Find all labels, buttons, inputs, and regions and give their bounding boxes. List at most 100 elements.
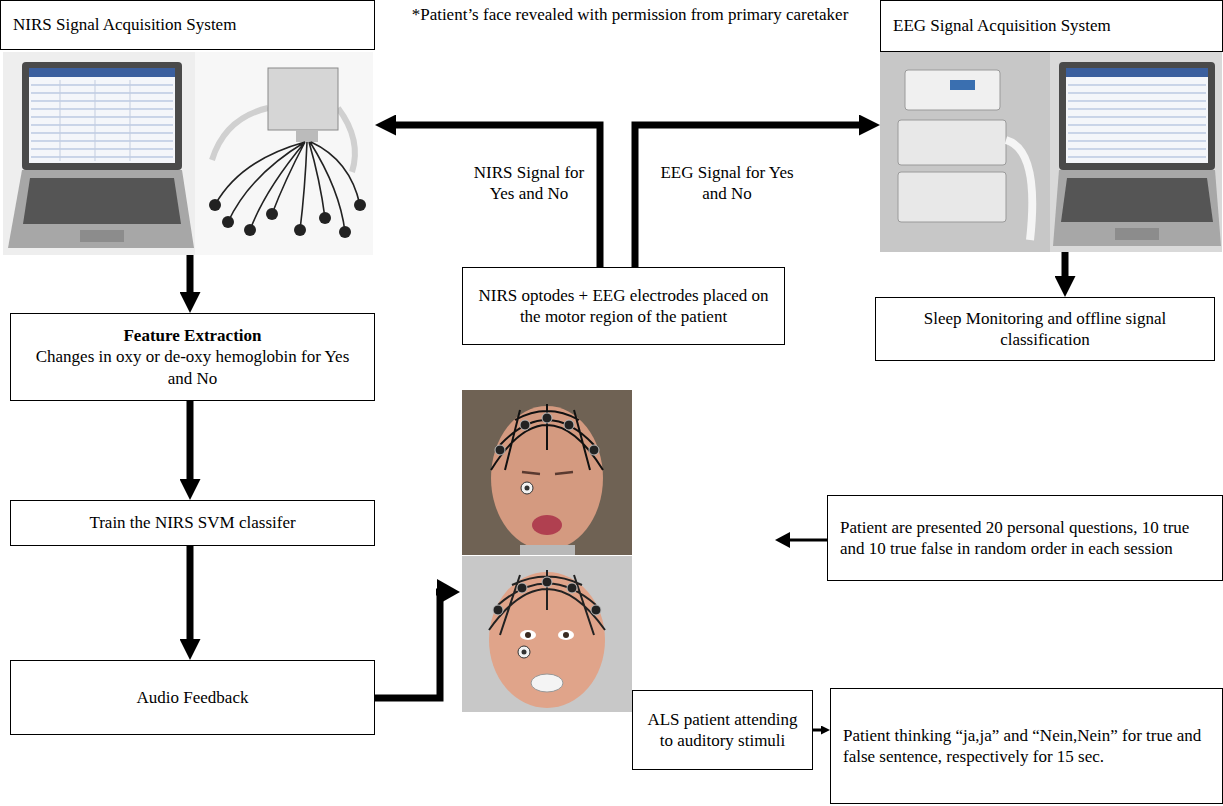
patient-photo <box>542 413 552 423</box>
patient-photo <box>462 390 632 555</box>
laptop-photo <box>1050 52 1222 252</box>
arrow-connector <box>635 125 859 267</box>
process-box: NIRS optodes + EEG electrodes placed on … <box>462 267 785 345</box>
laptop-photo <box>3 52 195 255</box>
patient-photo <box>522 650 527 655</box>
nirs-device-photo <box>268 68 338 130</box>
laptop-photo <box>29 68 175 77</box>
laptop-photo <box>1059 62 1215 170</box>
laptop-photo <box>1115 228 1159 240</box>
box-text: Train the NIRS SVM classifer <box>23 512 362 533</box>
patient-photo <box>462 556 632 712</box>
feedback-arrow <box>375 579 460 698</box>
nirs-device-photo <box>195 52 373 255</box>
patient-photo <box>495 445 505 455</box>
feedback-arrow <box>437 579 460 605</box>
panel-title: NIRS Signal Acquisition System <box>0 0 375 50</box>
arrow-connector <box>187 546 194 639</box>
question-arrow <box>788 539 827 542</box>
patient-photo <box>532 515 562 535</box>
laptop-photo <box>80 230 124 242</box>
nirs-device-photo <box>354 199 366 211</box>
box-text: NIRS optodes + EEG electrodes placed on … <box>475 285 772 328</box>
nirs-device-photo <box>339 226 351 238</box>
arrow-connector <box>396 125 600 267</box>
patient-photo <box>462 390 632 555</box>
eeg-amplifier-photo <box>880 52 1050 252</box>
box-text: Audio Feedback <box>23 687 362 708</box>
laptop-photo <box>8 170 194 248</box>
laptop-photo <box>60 80 130 161</box>
laptop-photo <box>31 85 173 157</box>
eeg-amplifier-photo <box>1006 140 1032 240</box>
box-text: Patient thinking “ja,ja” and “Nein,Nein”… <box>843 725 1210 768</box>
patient-photo <box>522 472 573 474</box>
nirs-device-photo <box>222 216 234 228</box>
note-box: Patient thinking “ja,ja” and “Nein,Nein”… <box>830 688 1223 804</box>
nirs-device-photo <box>244 224 256 236</box>
eeg-amplifier-photo <box>880 52 1050 252</box>
process-box: Sleep Monitoring and offline signal clas… <box>875 297 1215 361</box>
arrow-connector <box>187 255 194 292</box>
panel-title: EEG Signal Acquisition System <box>880 0 1223 52</box>
nirs-device-photo <box>195 52 373 255</box>
patient-photo <box>525 486 530 491</box>
arrow-connector <box>1062 252 1069 276</box>
nirs-device-photo <box>266 208 278 220</box>
laptop-photo <box>3 52 195 255</box>
patient-photo <box>518 646 530 658</box>
patient-photo <box>567 583 577 593</box>
nirs-device-photo <box>215 142 360 232</box>
box-heading: Feature Extraction <box>23 325 362 346</box>
laptop-photo <box>1068 85 1206 157</box>
patient-photo <box>563 632 569 638</box>
eeg-amplifier-photo <box>950 80 975 90</box>
box-text: ALS patient attending to auditory stimul… <box>645 709 800 752</box>
laptop-photo <box>22 62 182 170</box>
box-text: Changes in oxy or de-oxy hemoglobin for … <box>23 346 362 389</box>
question-arrow <box>775 532 827 548</box>
patient-photo <box>489 570 605 635</box>
question-arrow <box>775 532 790 548</box>
box-text: Patient are presented 20 personal questi… <box>840 517 1210 560</box>
arrow-connector <box>187 401 194 479</box>
laptop-photo <box>1061 178 1213 222</box>
patient-photo <box>491 404 603 470</box>
nirs-device-photo <box>294 224 306 236</box>
edge-label: EEG Signal for Yes and No <box>660 162 794 205</box>
laptop-photo <box>1053 170 1221 246</box>
arrow-connector <box>813 729 821 732</box>
laptop-photo <box>29 68 175 163</box>
laptop-photo <box>1066 68 1208 77</box>
process-box: Train the NIRS SVM classifer <box>10 500 375 546</box>
process-box: Audio Feedback <box>10 660 375 735</box>
patient-photo <box>517 583 527 593</box>
eeg-amplifier-photo <box>905 70 1000 110</box>
note-text: *Patient’s face revealed with permission… <box>410 4 850 25</box>
patient-photo <box>520 420 530 430</box>
nirs-device-photo <box>338 108 355 172</box>
patient-photo <box>531 674 563 692</box>
patient-photo <box>558 630 574 640</box>
eeg-amplifier-photo <box>898 120 1006 165</box>
nirs-device-photo <box>296 130 318 142</box>
laptop-photo <box>1050 52 1222 252</box>
laptop-photo <box>23 178 181 224</box>
patient-photo <box>525 632 531 638</box>
system-panel: EEG Signal Acquisition System <box>880 0 1223 252</box>
nirs-device-photo <box>319 212 331 224</box>
patient-photo <box>564 420 574 430</box>
patient-photo <box>520 545 575 555</box>
process-box: Feature ExtractionChanges in oxy or de-o… <box>10 313 375 401</box>
note-box: Patient are presented 20 personal questi… <box>827 495 1223 581</box>
patient-photo <box>521 482 533 494</box>
system-panel: NIRS Signal Acquisition System <box>0 0 375 255</box>
feedback-arrow <box>375 592 440 698</box>
nirs-device-photo <box>212 108 268 160</box>
patient-photo <box>542 577 552 587</box>
eeg-amplifier-photo <box>898 172 1006 222</box>
box-text: Sleep Monitoring and offline signal clas… <box>888 308 1202 351</box>
laptop-photo <box>1066 68 1208 163</box>
process-box: ALS patient attending to auditory stimul… <box>632 690 813 770</box>
patient-photo <box>589 445 599 455</box>
